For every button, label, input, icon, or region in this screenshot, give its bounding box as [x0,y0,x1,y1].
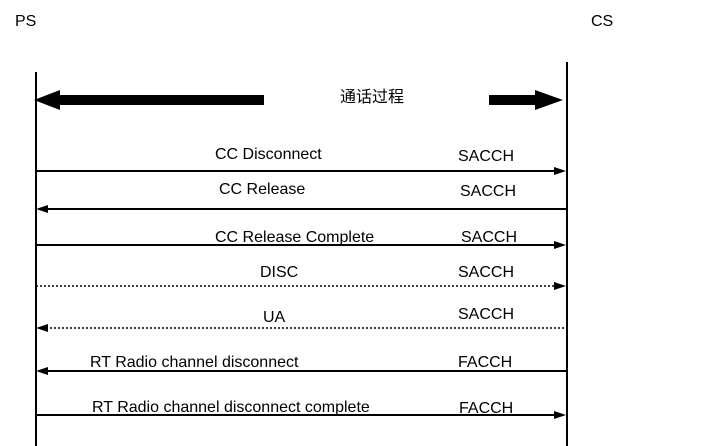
message-arrowhead [554,167,566,175]
message-arrowhead [36,324,48,332]
message-arrowhead [554,282,566,290]
phase-arrow-right-head [535,90,563,110]
channel-label: FACCH [459,400,514,417]
channel-label: SACCH [458,148,515,165]
message-label: RT Radio channel disconnect [90,354,299,371]
cs-entity-label: CS [591,13,614,30]
phase-label: 通话过程 [340,89,405,106]
message-label: RT Radio channel disconnect complete [92,399,370,416]
phase-arrow-left-head [34,90,60,110]
message-label: UA [263,309,286,326]
message-arrowhead [554,411,566,419]
message-arrowhead [36,205,48,213]
channel-label: SACCH [458,264,515,281]
phase-span-arrow [34,90,563,110]
message-arrows [36,167,566,419]
channel-label: FACCH [458,354,513,371]
message-label: CC Release Complete [215,229,375,246]
message-label: DISC [260,264,299,281]
message-arrowhead [554,241,566,249]
phase-arrow-right-shaft [489,95,537,105]
channel-label: SACCH [460,183,517,200]
ps-entity-label: PS [15,13,37,30]
message-arrowhead [36,367,48,375]
channel-label: SACCH [461,229,518,246]
phase-arrow-left-shaft [58,95,264,105]
message-label: CC Disconnect [215,146,322,163]
message-label: CC Release [219,181,306,198]
channel-label: SACCH [458,306,515,323]
